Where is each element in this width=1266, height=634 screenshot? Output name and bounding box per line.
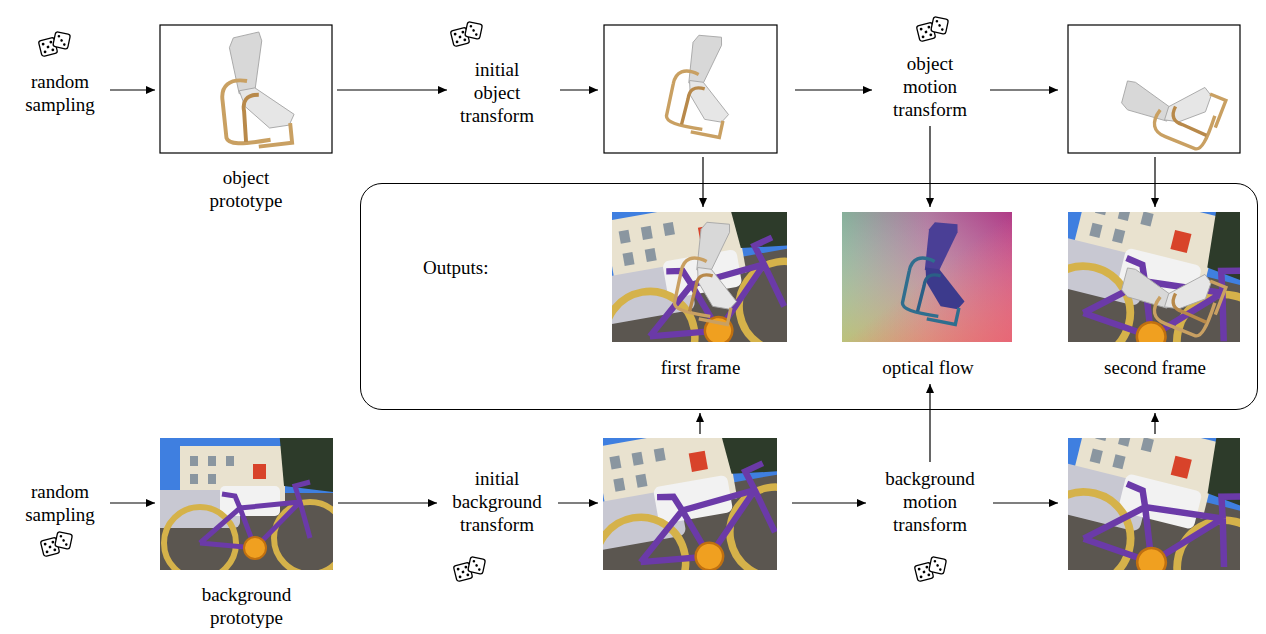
outputs-group: Outputs: first frame optical flow second fr…: [360, 183, 1258, 410]
output-image: first frame: [613, 212, 788, 379]
background-prototype: background prototype: [160, 438, 333, 629]
transform-step: object motion transform: [880, 52, 980, 121]
transformed-object-image: [604, 25, 777, 153]
sampling-label: random sampling: [15, 480, 105, 526]
background-prototype-image: [160, 438, 333, 570]
second-frame-image: [1068, 212, 1240, 342]
flow-arrow: [337, 89, 447, 90]
transformed-background-image: [603, 438, 777, 570]
moved-object-image: [1068, 25, 1240, 156]
transform-step: initial background transform: [442, 467, 552, 536]
optical-flow-image: [842, 212, 1012, 342]
node-label: background motion transform: [875, 467, 985, 536]
node-label: initial background transform: [442, 467, 552, 536]
layout-arrows: [558, 90, 1155, 503]
node-label: random sampling: [15, 480, 105, 526]
node-label: initial object transform: [452, 58, 542, 127]
dice-icon: [450, 22, 482, 47]
output-image: second frame: [1069, 212, 1241, 379]
moved-background-image: [1068, 438, 1240, 570]
flow-arrow: [929, 126, 930, 207]
node-label: object motion transform: [880, 52, 980, 121]
node-label: first frame: [626, 356, 776, 379]
node-label: background prototype: [187, 583, 307, 629]
node-label: object prototype: [186, 166, 306, 212]
sampling-label: random sampling: [15, 70, 105, 116]
dice-icon: [453, 557, 485, 582]
node-label: Outputs:: [423, 256, 488, 279]
flow-arrow: [929, 384, 930, 462]
transform-step: background motion transform: [875, 467, 985, 536]
dice-icon: [914, 557, 946, 582]
flow-arrow: [110, 502, 155, 503]
flow-arrow: [110, 89, 155, 90]
dice-icon: [38, 32, 70, 57]
dice-icon: [40, 532, 72, 557]
dice-icon: [916, 17, 948, 42]
transform-step: initial object transform: [452, 58, 542, 127]
flow-arrow: [338, 502, 437, 503]
first-frame-image: [612, 212, 787, 342]
node-label: random sampling: [15, 70, 105, 116]
output-image: optical flow: [843, 212, 1013, 379]
object-prototype: object prototype: [160, 25, 332, 212]
node-label: optical flow: [853, 356, 1003, 379]
node-label: second frame: [1080, 356, 1230, 379]
object-prototype-image: [160, 25, 332, 153]
